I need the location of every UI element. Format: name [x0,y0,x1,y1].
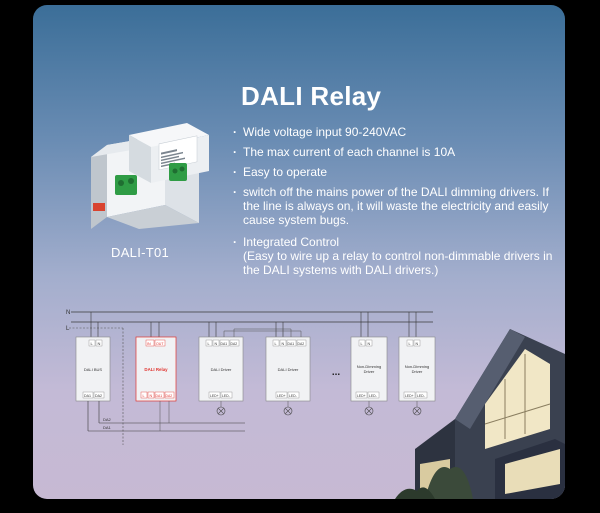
svg-text:N: N [368,342,371,346]
module-dali-driver-1: L N DA1 DA2 DALI Driver LED+ LED- [198,322,244,416]
line-l-label: L [66,326,70,332]
module-non-dimming-driver-1: L N Non-Dimming Driver LED+ LED- [350,312,388,416]
bus-da2-label: DA2 [103,417,112,422]
feature-item: Easy to operate [233,165,558,179]
svg-text:L: L [409,342,411,346]
svg-text:LED-: LED- [222,394,230,398]
svg-text:OUT: OUT [156,342,164,346]
product-title: DALI Relay [241,81,382,111]
lamp-icon [216,406,226,416]
svg-text:DALI Driver: DALI Driver [278,367,299,372]
svg-text:DA2: DA2 [95,394,102,398]
svg-text:LED+: LED+ [405,394,414,398]
svg-text:LED-: LED- [369,394,377,398]
feature-item: Wide voltage input 90-240VAC [233,125,558,139]
svg-text:DA1: DA1 [288,342,295,346]
module-dali-bus: L N DALI BUS DA1 DA2 [75,312,111,402]
svg-text:DA1: DA1 [156,394,163,398]
ellipsis: ... [332,367,341,378]
svg-text:N: N [215,342,218,346]
module-dali-driver-2: L N DA1 DA2 DALI Driver LED+ LED- [265,322,311,416]
din-rail-relay-device [91,123,209,229]
svg-text:N: N [416,342,419,346]
feature-item: switch off the mains power of the DALI d… [233,185,558,227]
svg-text:LED+: LED+ [210,394,219,398]
line-n-label: N [66,310,70,316]
svg-text:LED+: LED+ [277,394,286,398]
svg-text:DALI BUS: DALI BUS [84,367,103,372]
wiring-diagram: N L L N DALI BUS DA1 DA2 IN [66,310,436,445]
svg-text:L: L [91,341,94,346]
svg-text:L: L [143,394,145,398]
svg-text:L: L [275,342,277,346]
model-label: DALI-T01 [111,245,170,260]
svg-text:L: L [361,342,363,346]
module-dali-relay: IN OUT DALI Relay L N DA1 DA2 [135,322,177,402]
svg-text:LED+: LED+ [357,394,366,398]
svg-text:LED-: LED- [289,394,297,398]
module-non-dimming-driver-2: L N Non-Dimming Driver LED+ LED- [398,312,436,416]
svg-text:DA2: DA2 [166,394,173,398]
svg-text:N: N [150,394,153,398]
lamp-icon [412,406,422,416]
svg-text:DALI Driver: DALI Driver [211,367,232,372]
bus-da1-label: DA1 [103,425,112,430]
modern-house-illustration [395,329,565,499]
feature-item: The max current of each channel is 10A [233,145,558,159]
feature-item: Integrated Control (Easy to wire up a re… [233,235,558,277]
terminal-green-left [115,175,137,195]
svg-text:DA2: DA2 [298,342,305,346]
svg-text:N: N [98,341,101,346]
lamp-icon [283,406,293,416]
lamp-icon [364,406,374,416]
svg-text:LED-: LED- [417,394,425,398]
product-card: DALI Relay Wide voltage input 90-240VAC … [33,5,565,499]
terminal-green-right [169,163,187,181]
svg-text:L: L [208,342,210,346]
svg-text:DA1: DA1 [84,394,91,398]
svg-text:N: N [282,342,285,346]
svg-text:IN: IN [147,342,151,346]
svg-text:DALI Relay: DALI Relay [144,367,168,372]
svg-text:DA1: DA1 [221,342,228,346]
feature-list: Wide voltage input 90-240VAC The max cur… [233,125,558,283]
svg-text:DA2: DA2 [231,342,238,346]
